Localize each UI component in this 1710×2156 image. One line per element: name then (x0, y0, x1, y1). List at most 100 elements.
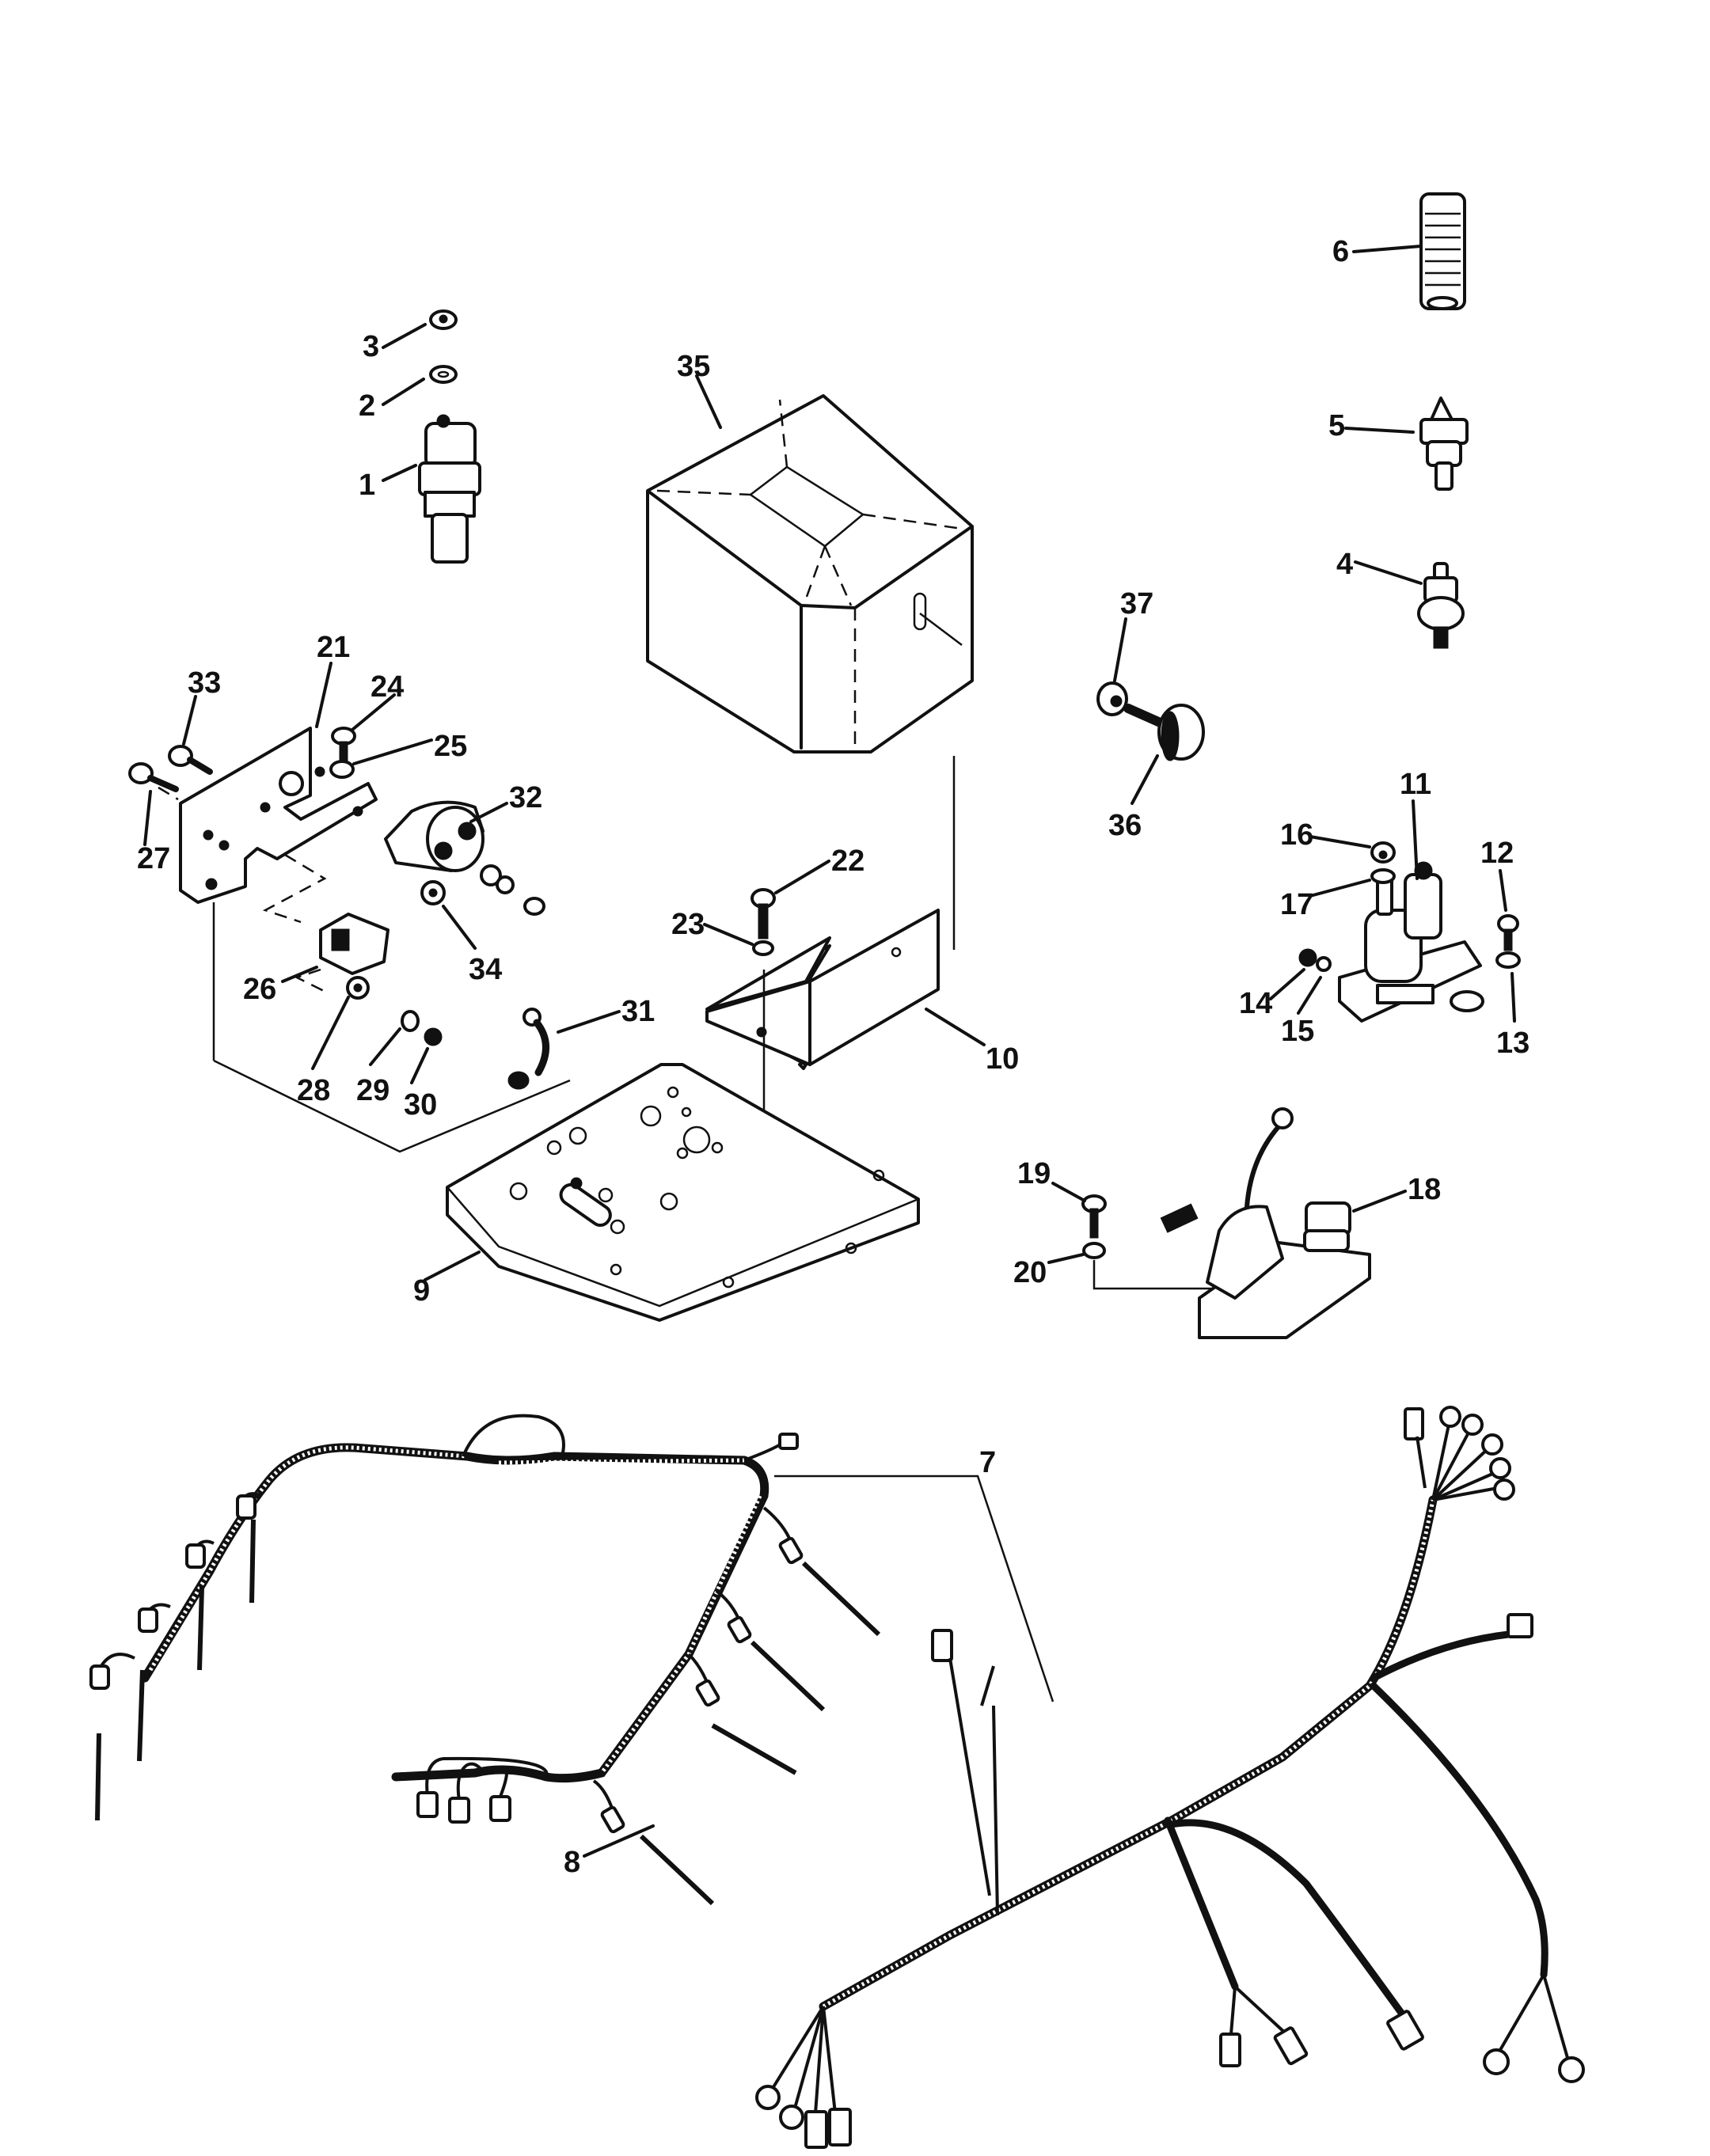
leader-29 (369, 1027, 401, 1066)
part-31-ground-strap[interactable] (507, 1008, 549, 1090)
leader-6 (1352, 245, 1423, 253)
callout-16[interactable]: 16 (1280, 818, 1313, 852)
part-32-switch[interactable] (384, 800, 484, 872)
leader-16 (1309, 835, 1371, 848)
leader-13 (1510, 972, 1516, 1023)
part-15-washer[interactable] (1316, 956, 1332, 972)
leader-37 (1113, 617, 1127, 682)
part-30-nut[interactable] (424, 1027, 443, 1046)
part-37-grommet[interactable] (1096, 681, 1128, 716)
leader-8 (583, 1824, 655, 1858)
callout-3[interactable]: 3 (363, 330, 379, 363)
callout-1[interactable]: 1 (359, 469, 375, 502)
part-12-screw[interactable] (1497, 914, 1519, 951)
part-23-washer[interactable] (752, 940, 774, 956)
callout-11[interactable]: 11 (1400, 768, 1431, 801)
part-34-nut[interactable] (420, 880, 446, 905)
part-13-washer[interactable] (1495, 951, 1521, 969)
callout-21[interactable]: 21 (317, 631, 350, 664)
part-7-main-harness[interactable] (755, 1406, 1585, 2149)
callout-9[interactable]: 9 (413, 1274, 430, 1308)
callout-18[interactable]: 18 (1408, 1173, 1441, 1206)
callout-30[interactable]: 30 (404, 1088, 437, 1122)
leader-23 (703, 923, 754, 946)
callout-36[interactable]: 36 (1108, 809, 1142, 842)
part-7-engine-harness[interactable] (89, 1414, 804, 1834)
part-14-nut[interactable] (1298, 948, 1317, 967)
callout-13[interactable]: 13 (1496, 1027, 1530, 1060)
leader-20 (1047, 1253, 1085, 1264)
leader-9 (424, 1251, 481, 1281)
leader-32 (469, 802, 508, 823)
leader-27 (143, 790, 152, 846)
callout-26[interactable]: 26 (243, 973, 276, 1006)
callout-35[interactable]: 35 (677, 350, 710, 383)
part-25-washer[interactable] (329, 760, 355, 779)
leader-31 (557, 1010, 621, 1034)
callout-31[interactable]: 31 (621, 995, 655, 1028)
callout-37[interactable]: 37 (1120, 587, 1153, 621)
part-32-hardware (480, 864, 545, 916)
callout-20[interactable]: 20 (1013, 1256, 1047, 1289)
callout-15[interactable]: 15 (1281, 1015, 1314, 1048)
part-8-glow-plugs[interactable] (95, 1519, 881, 1906)
leader-7 (774, 1475, 1054, 1702)
part-17-washer[interactable] (1370, 868, 1396, 884)
callout-29[interactable]: 29 (356, 1074, 390, 1107)
leader-18 (1352, 1190, 1407, 1213)
callout-34[interactable]: 34 (469, 953, 502, 986)
callout-8[interactable]: 8 (564, 1846, 580, 1879)
callout-27[interactable]: 27 (137, 842, 170, 875)
part-3-nut[interactable] (429, 309, 458, 330)
part-10-mount-bracket[interactable] (705, 909, 940, 1070)
callout-23[interactable]: 23 (671, 908, 705, 941)
part-27-screw[interactable] (128, 762, 179, 792)
callout-33[interactable]: 33 (188, 666, 221, 700)
leader-19 (1051, 1182, 1086, 1202)
callout-5[interactable]: 5 (1328, 409, 1345, 442)
part-36-knob[interactable] (1123, 704, 1205, 761)
part-11-solenoid[interactable] (1338, 861, 1484, 1023)
callout-12[interactable]: 12 (1480, 837, 1514, 870)
callout-7[interactable]: 7 (979, 1446, 996, 1479)
callout-17[interactable]: 17 (1280, 888, 1313, 921)
part-9-base-plate[interactable] (446, 1063, 920, 1322)
part-1-temperature-sender[interactable] (418, 414, 481, 564)
part-5-sender[interactable] (1419, 397, 1469, 491)
part-4-sender[interactable] (1417, 562, 1465, 649)
callout-4[interactable]: 4 (1336, 548, 1353, 581)
callout-24[interactable]: 24 (370, 670, 404, 704)
leader-25 (352, 738, 433, 765)
leader-21 (315, 662, 332, 728)
callout-19[interactable]: 19 (1017, 1157, 1051, 1190)
part-18-relay[interactable] (1160, 1107, 1371, 1339)
part-26-connector[interactable] (319, 913, 390, 975)
part-6-sender[interactable] (1419, 192, 1466, 310)
callout-2[interactable]: 2 (359, 389, 375, 423)
part-2-washer[interactable] (429, 365, 458, 384)
callout-28[interactable]: 28 (297, 1074, 330, 1107)
part-28-nut[interactable] (346, 976, 370, 1000)
leader-2 (382, 378, 425, 406)
part-24-screw[interactable] (331, 727, 356, 761)
part-22-screw[interactable] (750, 888, 776, 939)
part-35-cover[interactable] (646, 394, 974, 753)
part-29-washer[interactable] (401, 1010, 420, 1032)
part-19-screw[interactable] (1081, 1194, 1107, 1239)
leader-26 (281, 966, 318, 983)
callout-6[interactable]: 6 (1332, 235, 1349, 268)
relay-guide (1092, 1260, 1211, 1290)
part-33-screw[interactable] (168, 745, 213, 775)
leader-12 (1499, 869, 1507, 912)
leader-10 (925, 1008, 986, 1046)
leader-30 (410, 1047, 429, 1084)
part-21-bracket[interactable] (179, 727, 378, 904)
callout-32[interactable]: 32 (509, 781, 542, 814)
part-20-washer[interactable] (1082, 1242, 1106, 1259)
callout-14[interactable]: 14 (1239, 987, 1272, 1020)
callout-22[interactable]: 22 (831, 845, 864, 878)
callout-25[interactable]: 25 (434, 730, 467, 763)
part-16-nut[interactable] (1370, 841, 1396, 864)
callout-10[interactable]: 10 (986, 1042, 1019, 1076)
